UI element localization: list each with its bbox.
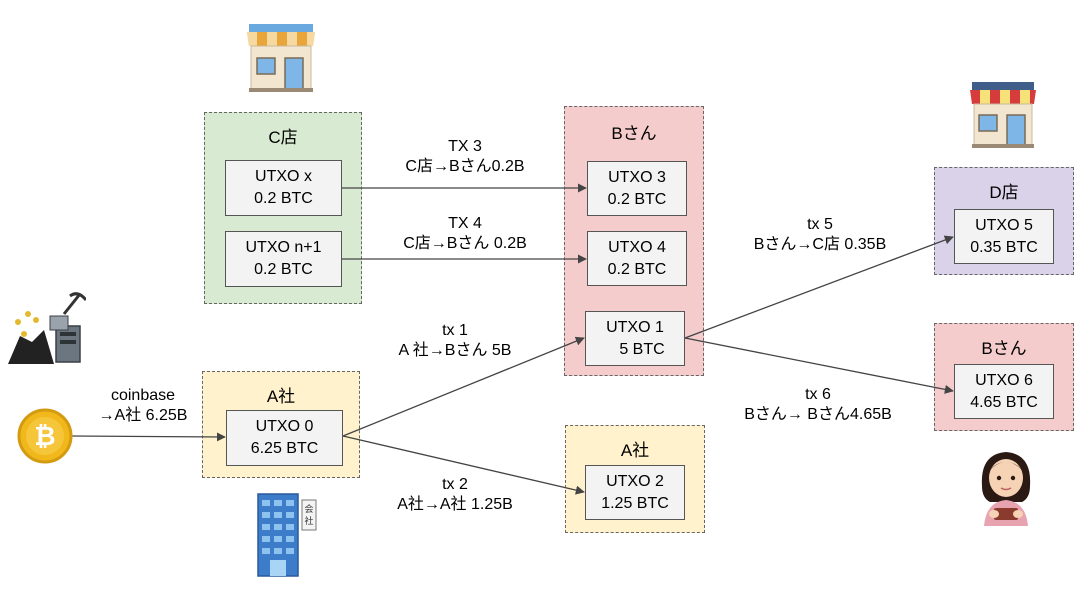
group-title: A社 [266,387,296,406]
arrow-tx5 [684,235,954,339]
tx-title: TX 4 [448,215,482,232]
arrow-tx2 [342,435,585,495]
utxo-amount: 4.65 BTC [970,393,1038,411]
utxo-amount: 0.2 BTC [254,261,313,278]
utxo-2: UTXO 2 1.25 BTC [585,465,685,520]
utxo-x: UTXO x 0.2 BTC [225,160,342,216]
utxo-name: UTXO 5 [975,216,1033,234]
utxo-name: UTXO n+1 [245,239,322,256]
svg-text:社: 社 [304,515,313,527]
group-title: Bさん [611,124,657,143]
coinbase-label: coinbase →A社 6.25B [78,386,208,426]
utxo-4: UTXO 4 0.2 BTC [587,231,687,286]
utxo-1: UTXO 1 5 BTC [585,311,685,366]
utxo-n-plus-1: UTXO n+1 0.2 BTC [225,231,342,287]
utxo-3: UTXO 3 0.2 BTC [587,161,687,216]
tx5-label: tx 5 Bさん→C店 0.35B [725,215,915,255]
utxo-amount: 6.25 BTC [250,440,319,457]
utxo-name: UTXO 4 [608,238,666,256]
tx-desc: C店→Bさん 0.2B [403,235,527,252]
tx-title: coinbase [110,387,176,404]
tx-desc: A 社→Bさん 5B [398,342,512,359]
arrow-tx6 [684,337,954,394]
utxo-amount: 0.2 BTC [254,190,313,207]
bitcoin-icon: ₿ [17,408,73,464]
group-title: A社 [620,441,650,460]
utxo-6: UTXO 6 4.65 BTC [954,364,1054,419]
tx-desc: →A社 6.25B [98,407,188,424]
tx-title: tx 1 [442,322,468,339]
office-building-icon: 会 社 [257,493,317,577]
utxo-5: UTXO 5 0.35 BTC [954,209,1054,264]
tx-desc: Bさん→ Bさん4.65B [744,406,892,423]
group-title: D店 [989,183,1019,202]
utxo-name: UTXO 0 [255,418,314,435]
woman-wallet-icon [981,452,1031,526]
shop-icon [970,82,1036,148]
utxo-amount: 0.2 BTC [607,190,667,208]
shop-icon [247,24,315,92]
tx-title: TX 3 [448,138,482,155]
utxo-name: UTXO 3 [608,168,666,186]
tx2-label: tx 2 A社→A社 1.25B [370,475,540,515]
tx-title: tx 2 [442,476,468,493]
utxo-amount: 0.35 BTC [970,238,1038,256]
arrow-tx1 [342,336,585,437]
tx3-label: TX 3 C店→Bさん0.2B [380,137,550,177]
utxo-amount: 0.2 BTC [607,260,667,278]
mining-icon [8,292,86,364]
group-title: Bさん [981,339,1027,358]
tx-desc: Bさん→C店 0.35B [753,236,887,253]
tx-title: tx 6 [805,386,831,403]
utxo-amount: 5 BTC [619,340,665,358]
utxo-name: UTXO 2 [606,472,664,490]
svg-text:会: 会 [304,503,313,515]
tx1-label: tx 1 A 社→Bさん 5B [370,321,540,361]
utxo-amount: 1.25 BTC [601,494,669,512]
arrow-coinbase [71,432,226,442]
group-title: C店 [268,128,298,147]
utxo-name: UTXO 1 [606,318,664,336]
utxo-name: UTXO 6 [975,371,1033,389]
tx-title: tx 5 [807,216,833,233]
tx6-label: tx 6 Bさん→ Bさん4.65B [718,385,918,425]
utxo-name: UTXO x [255,168,312,185]
tx4-label: TX 4 C店→Bさん 0.2B [380,214,550,254]
svg-text:₿: ₿ [34,422,55,452]
tx-desc: A社→A社 1.25B [397,496,513,513]
utxo-0: UTXO 0 6.25 BTC [226,410,343,466]
tx-desc: C店→Bさん0.2B [405,158,525,175]
